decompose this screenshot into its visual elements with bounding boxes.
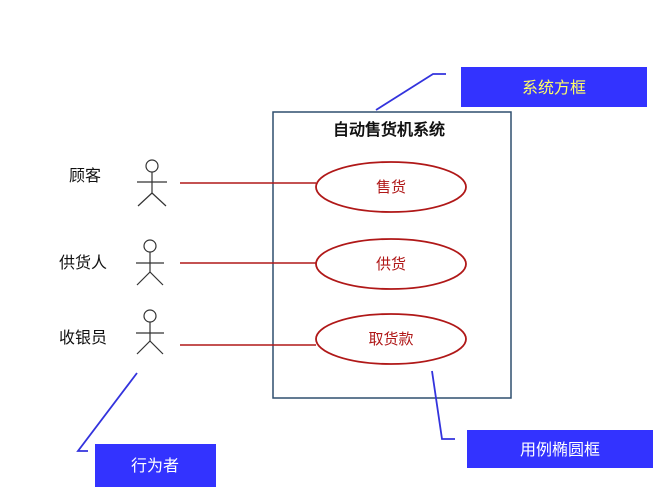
callout-label: 用例椭圆框 [520, 440, 600, 459]
stick-figure-icon [136, 309, 164, 355]
stick-figure-icon [137, 159, 167, 207]
actor-cashier: 收银员 [59, 309, 164, 355]
leader-line [431, 370, 455, 440]
stick-figure-icon [136, 239, 164, 286]
callout-label: 系统方框 [522, 78, 586, 97]
leader-line [375, 73, 446, 111]
callout-system-box: 系统方框 [375, 67, 647, 111]
callout-box [95, 444, 216, 487]
associations [180, 182, 316, 346]
use-case-sell: 售货 [315, 161, 467, 213]
use-case-supply: 供货 [315, 238, 467, 290]
callout-box [461, 67, 647, 107]
actor-label: 顾客 [69, 166, 101, 185]
use-case-label: 售货 [376, 178, 406, 196]
actor-label: 收银员 [59, 328, 107, 347]
use-case-collect-payment: 取货款 [315, 313, 467, 365]
use-case-ellipse [315, 161, 467, 213]
actor-supplier: 供货人 [59, 239, 164, 286]
system-boundary: 自动售货机系统 [272, 111, 512, 399]
actor-customer: 顾客 [69, 159, 167, 207]
callout-label: 行为者 [131, 456, 179, 475]
leader-line [76, 372, 138, 452]
use-case-label: 供货 [376, 255, 406, 273]
system-box [272, 111, 512, 399]
actor-label: 供货人 [59, 253, 107, 272]
use-case-ellipse [315, 313, 467, 365]
use-case-ellipse [315, 238, 467, 290]
callout-actor: 行为者 [76, 372, 216, 487]
callout-use-case: 用例椭圆框 [431, 370, 653, 468]
use-case-label: 取货款 [368, 330, 413, 348]
system-title: 自动售货机系统 [333, 120, 445, 139]
callout-box [467, 430, 653, 468]
